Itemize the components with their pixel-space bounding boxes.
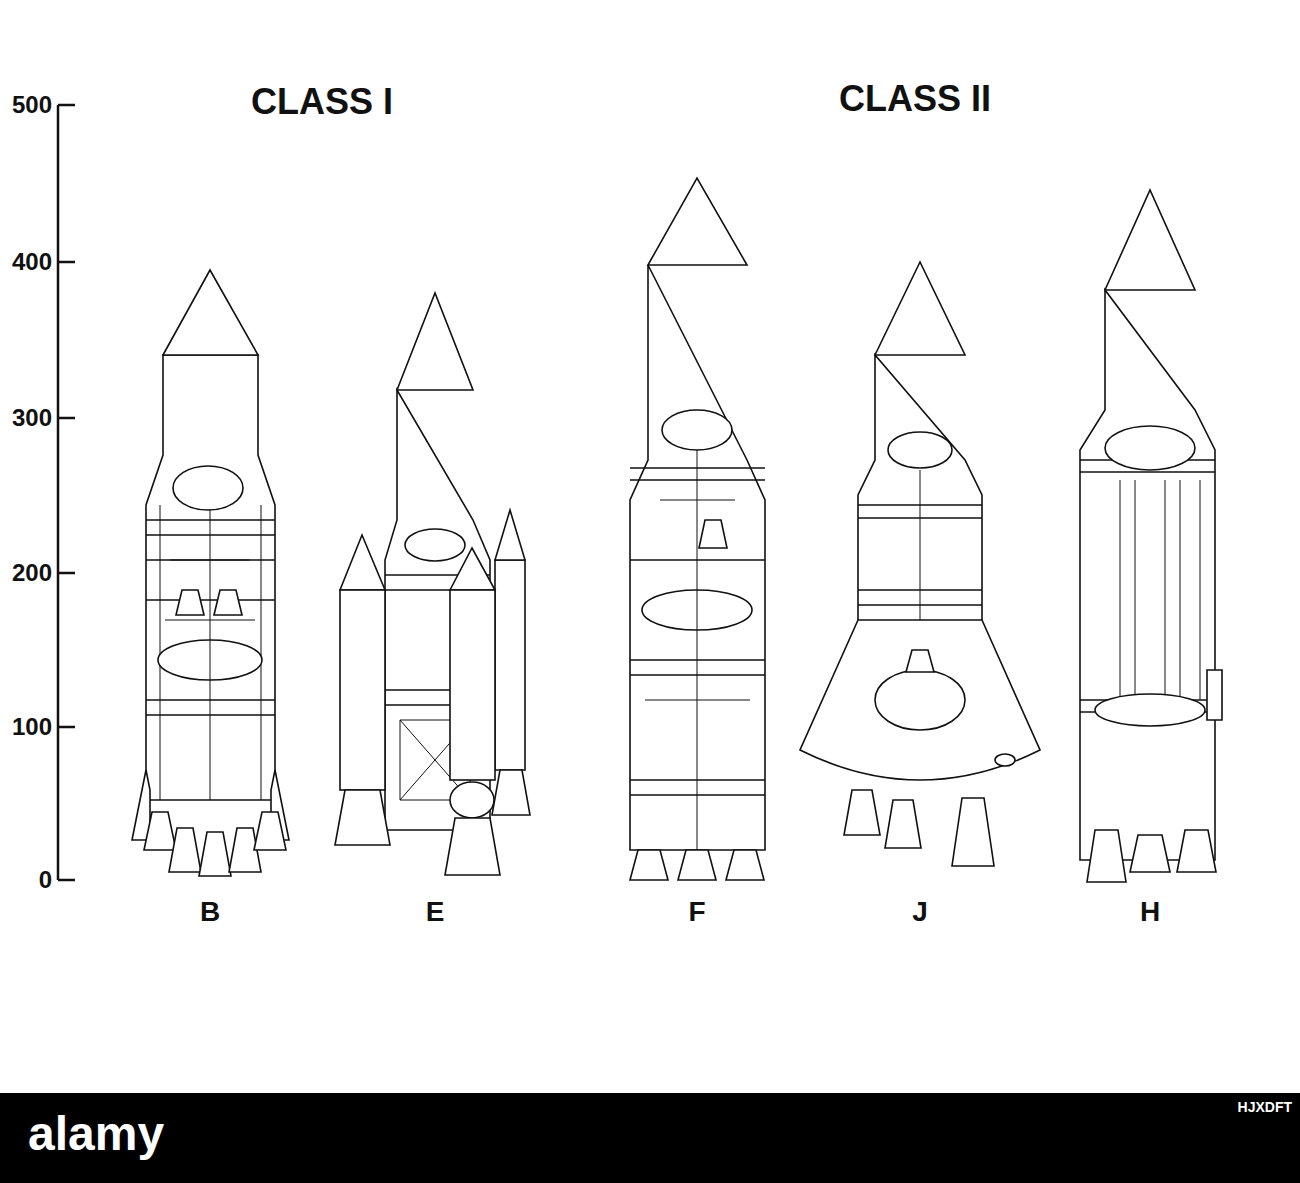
class-heading: CLASS I [212, 82, 432, 122]
rocket-b [132, 270, 289, 876]
rocket-e [335, 293, 530, 875]
watermark-logo: alamy [28, 1108, 248, 1161]
axis-number: 0 [2, 867, 52, 893]
rocket-letter: E [405, 897, 465, 928]
rocket-j [800, 262, 1040, 866]
axis-number: 200 [2, 560, 52, 586]
rocket-letter: B [180, 897, 240, 928]
watermark-code: HJXDFT [1200, 1100, 1292, 1115]
rocket-letter: H [1120, 897, 1180, 928]
rocket-h [1080, 190, 1222, 882]
axis-number: 500 [2, 92, 52, 118]
watermark-bar [0, 1093, 1300, 1183]
class-heading: CLASS II [795, 79, 1035, 119]
axis-number: 400 [2, 249, 52, 275]
axis-number: 300 [2, 405, 52, 431]
axis-number: 100 [2, 714, 52, 740]
rocket-letter: J [890, 897, 950, 928]
rocket-letter: F [667, 897, 727, 928]
rocket-f [630, 178, 765, 880]
height-axis [58, 105, 75, 880]
